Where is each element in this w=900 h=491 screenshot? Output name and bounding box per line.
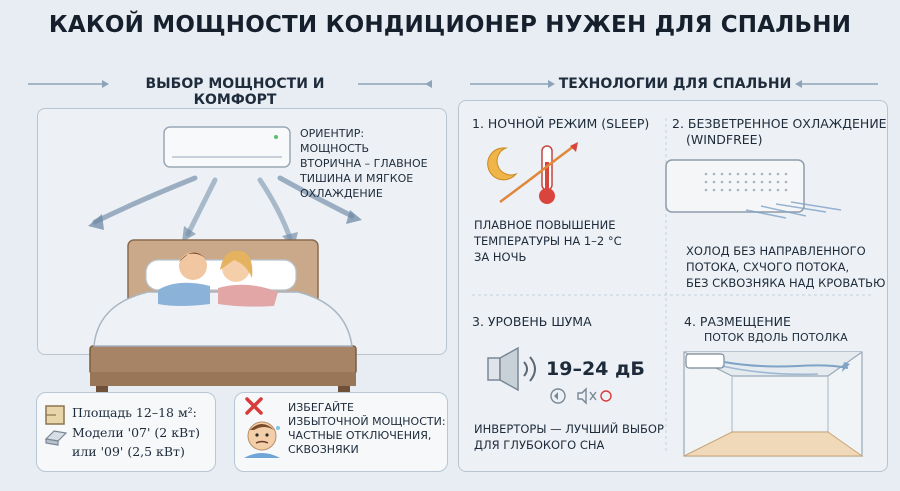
model-line: Модели '07' (2 кВт) <box>72 425 201 440</box>
model-alt-line: или '09' (2,5 кВт) <box>72 444 185 459</box>
windfree-title-1: 2. БЕЗВЕТРЕННОЕ ОХЛАЖДЕНИЕ <box>672 116 887 131</box>
bed-with-couple-illustration <box>89 239 357 392</box>
sleep-desc-1: ПЛАВНОЕ ПОВЫШЕНИЕ <box>474 218 616 232</box>
area-line: Площадь 12–18 м²: <box>72 405 197 420</box>
airflow-arrows-icon <box>88 175 362 248</box>
sleep-desc-3: ЗА НОЧЬ <box>474 250 527 264</box>
sleep-desc-2: ТЕМПЕРАТУРЫ НА 1–2 °C <box>474 234 622 248</box>
placement-title: 4. РАЗМЕЩЕНИЕ <box>684 314 791 329</box>
thermometer-rising-icon <box>499 142 578 204</box>
windfree-desc-3: БЕЗ СКВОЗНЯКА НАД КРОВАТЬЮ <box>686 276 886 290</box>
warning-text-3: СКВОЗНЯКИ <box>288 443 359 456</box>
noise-value: 19–24 дБ <box>546 358 645 380</box>
moon-icon <box>487 147 518 181</box>
power-guideline-note: ОРИЕНТИР: МОЩНОСТЬ ВТОРИЧНА – ГЛАВНОЕ ТИ… <box>300 127 428 200</box>
warning-cross-icon <box>245 397 263 415</box>
cold-person-icon <box>244 421 280 458</box>
warning-text-2: ЧАСТНЫЕ ОТКЛЮЧЕНИЯ, <box>288 429 432 442</box>
noise-desc-1: ИНВЕРТОРЫ — ЛУЧШИЙ ВЫБОР <box>474 422 664 436</box>
ac-model-icon <box>44 430 68 446</box>
low-volume-icons <box>550 387 612 405</box>
area-recommendation-card <box>36 392 216 472</box>
windfree-desc-2: ПОТОКА, СХЧОГО ПОТОКА, <box>686 260 850 274</box>
floor-plan-icon <box>45 405 65 425</box>
sleep-mode-title: 1. НОЧНОЙ РЕЖИМ (SLEEP) <box>472 116 650 131</box>
room-placement-icon <box>683 351 864 457</box>
page-title: КАКОЙ МОЩНОСТИ КОНДИЦИОНЕР НУЖЕН ДЛЯ СПА… <box>48 12 852 38</box>
air-conditioner-icon <box>163 126 291 168</box>
speaker-icon <box>487 346 536 392</box>
placement-desc: ПОТОК ВДОЛЬ ПОТОЛКА <box>704 331 848 344</box>
windfree-ac-icon <box>665 159 842 219</box>
windfree-title-2: (WINDFREE) <box>686 132 763 147</box>
noise-desc-2: ДЛЯ ГЛУБОКОГО СНА <box>474 438 605 452</box>
noise-level-title: 3. УРОВЕНЬ ШУМА <box>472 314 592 329</box>
right-section-heading: ТЕХНОЛОГИИ ДЛЯ СПАЛЬНИ <box>558 76 792 92</box>
left-section-heading: ВЫБОР МОЩНОСТИ И КОМФОРТ <box>145 76 325 108</box>
windfree-desc-1: ХОЛОД БЕЗ НАПРАВЛЕННОГО <box>686 244 866 258</box>
warning-text-1: ИЗБЫТОЧНОЙ МОЩНОСТИ: <box>288 415 446 428</box>
warning-title: ИЗБЕГАЙТЕ <box>288 401 354 414</box>
